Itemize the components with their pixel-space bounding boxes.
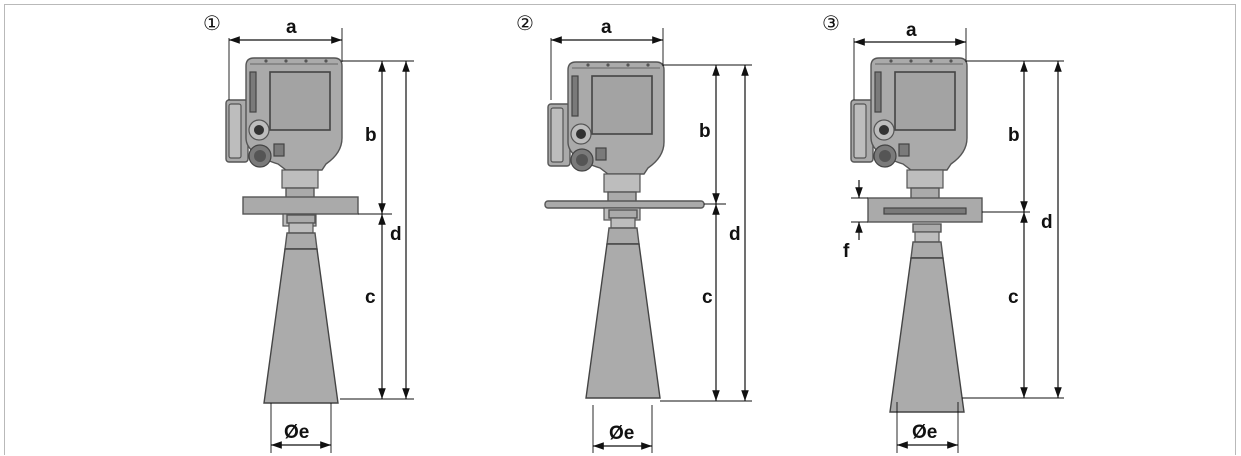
dimension-d-label: d — [390, 224, 402, 245]
variant-1-number: ① — [203, 11, 221, 35]
dimension-d-label: d — [1041, 212, 1053, 233]
dimension-a-label: a — [286, 17, 297, 38]
dimension-a-label: a — [601, 17, 612, 38]
variant-2: ② a b c d Øe — [516, 11, 752, 453]
variant-3-number: ③ — [822, 11, 840, 35]
variant-2-number: ② — [516, 11, 534, 35]
dimension-a-label: a — [906, 20, 917, 41]
dimension-c-label: c — [1008, 287, 1019, 308]
dimension-d-label: d — [729, 224, 741, 245]
plate-flange — [544, 200, 705, 209]
dimension-e-label: Øe — [609, 423, 634, 444]
variant-1: ① a b c d Øe — [203, 11, 414, 453]
dimension-b-label: b — [365, 125, 377, 146]
figure-frame — [4, 4, 1236, 455]
dimension-b-label: b — [1008, 125, 1020, 146]
variant-3: ③ a b c d f Øe — [822, 11, 1064, 453]
dimension-b-label: b — [699, 121, 711, 142]
dimension-f-label: f — [843, 241, 850, 262]
dimension-e-label: Øe — [284, 422, 309, 443]
flange — [242, 196, 359, 215]
dimension-c-label: c — [365, 287, 376, 308]
dimension-c-label: c — [702, 287, 713, 308]
dimension-e-label: Øe — [912, 422, 937, 443]
